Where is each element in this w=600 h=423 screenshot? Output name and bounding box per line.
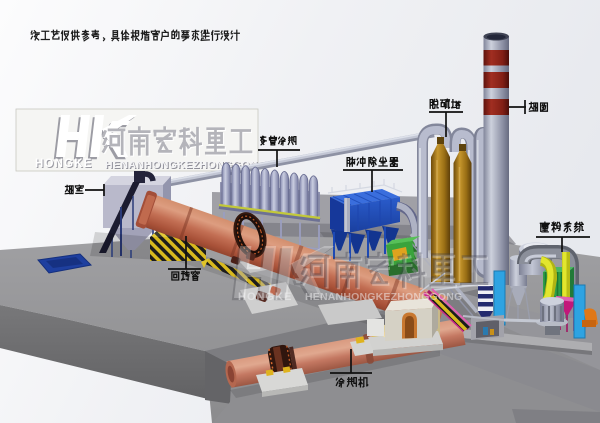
- svg-text:HENANHONGKEZHONGGONG: HENANHONGKEZHONGGONG: [305, 291, 462, 303]
- svg-text:HONGKE: HONGKE: [238, 291, 292, 303]
- svg-text:HONGKE: HONGKE: [35, 158, 93, 170]
- svg-text:HONGKE: HONGKE: [36, 159, 94, 171]
